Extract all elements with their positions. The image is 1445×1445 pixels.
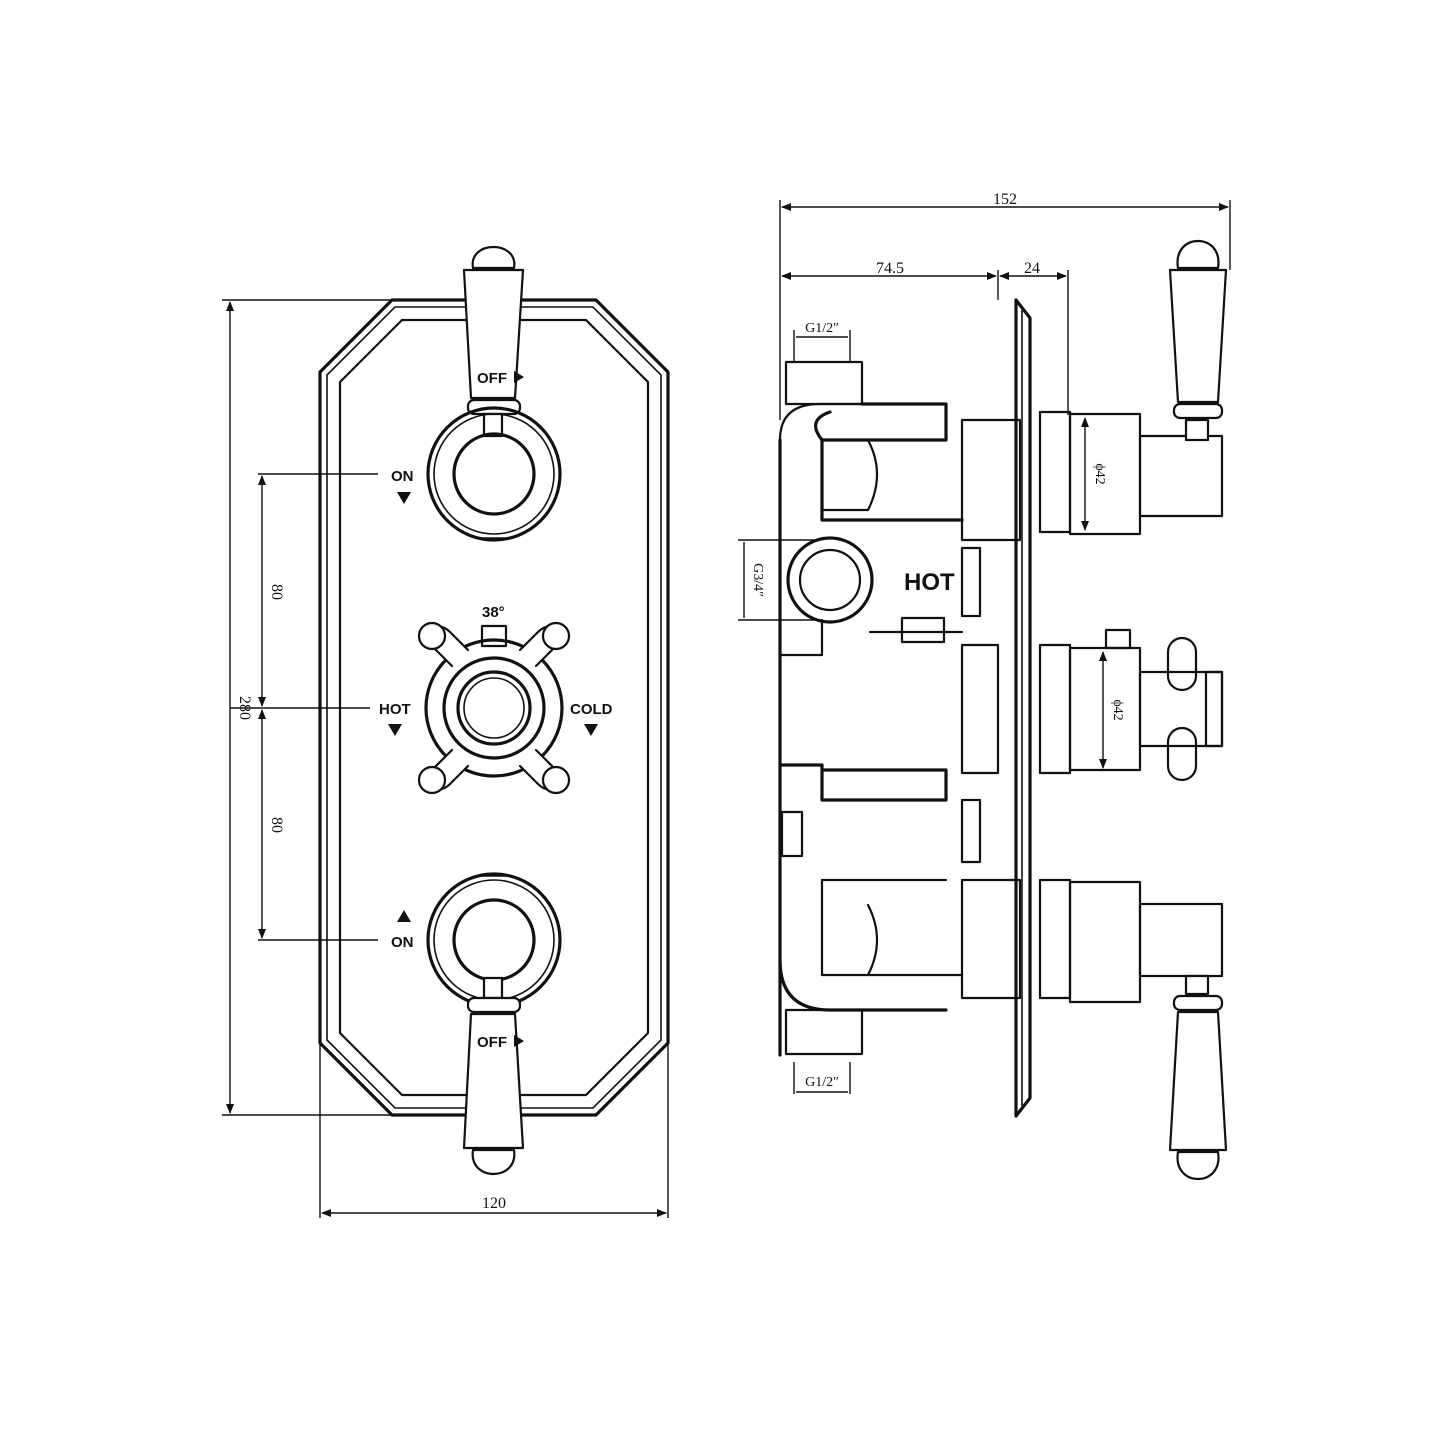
upper-collar: [960, 418, 1022, 542]
hot-label: HOT: [379, 701, 411, 718]
side-fitting-upper: [960, 546, 982, 618]
valve-body-corner-bottom: [778, 958, 948, 1012]
plate-outline-inner: [338, 318, 650, 1097]
top-lever-hub: [1138, 434, 1224, 518]
bottom-lever-handle: [462, 976, 525, 1175]
mid-spindle-body: [1068, 646, 1142, 772]
spindle-top-text: ϕ42: [1092, 463, 1107, 484]
temp-indicator: [480, 624, 508, 648]
lower-side-lug: [780, 810, 804, 858]
off-bottom-label: OFF: [477, 1034, 507, 1051]
valve-body-mid-step: [778, 618, 824, 657]
bottom-lever-hub: [1138, 902, 1224, 978]
off-top-label: OFF: [477, 370, 507, 387]
valve-body-corner-top: [778, 402, 864, 442]
width-dim-text: 120: [482, 1195, 506, 1212]
top-valve-ring: [426, 406, 562, 542]
mid-cross-arm-top: [1166, 636, 1198, 692]
mid-collar-front: [1038, 643, 1072, 775]
spindle-mid-text: ϕ42: [1110, 699, 1125, 720]
hot-arrow: [388, 724, 402, 736]
top-lever-side-knob: [1176, 239, 1220, 270]
mid-spindle-top-lug: [1104, 628, 1132, 650]
side-fitting-lower: [960, 798, 982, 864]
bottom-collar-front: [1038, 878, 1072, 1000]
valve-body-lower-wedge: [778, 763, 948, 802]
top-valve-ring-inner: [433, 413, 555, 535]
top-lever-neck: [1184, 418, 1210, 442]
inlet-bottom-text: G1/2″: [805, 1075, 839, 1090]
front-view: OFF ON 38° HOT C: [222, 246, 670, 1218]
side-hot-label: HOT: [904, 569, 955, 596]
off-bottom-arrow: [514, 1035, 524, 1047]
valve-body-lower: [820, 878, 964, 977]
top-lever-side-handle: [1168, 268, 1228, 404]
on-top-arrow: [397, 492, 411, 504]
cold-arrow: [584, 724, 598, 736]
bottom-lever-side-knob: [1176, 1150, 1220, 1181]
side-view: 152 74.5 24 G1/2″ G3/4″ HOT: [738, 191, 1231, 1181]
lower-cartridge: [866, 903, 878, 977]
inlet-side-text: G3/4″: [750, 563, 765, 597]
top-collar-front: [1038, 410, 1072, 534]
inlet-top-pipe: [784, 360, 864, 406]
bottom-lever-side-handle: [1168, 1010, 1228, 1152]
bottom-valve-spindle: [452, 898, 536, 982]
spacing-lower-text: 80: [268, 817, 285, 833]
off-top-arrow: [514, 371, 524, 383]
side-inlet-outer: [786, 536, 874, 624]
temp-label: 38°: [482, 604, 505, 621]
overall-depth-text: 152: [993, 191, 1017, 208]
cold-label: COLD: [570, 701, 613, 718]
bottom-spindle-body: [1068, 880, 1142, 1004]
upper-cartridge: [820, 438, 878, 512]
side-inlet-inner: [798, 548, 862, 612]
wall-plate-side: [1014, 298, 1032, 1118]
inlet-bottom-pipe: [784, 1008, 864, 1056]
bottom-lever-neck: [1184, 974, 1210, 996]
on-top-label: ON: [391, 468, 414, 485]
side-fitting-small: [900, 616, 946, 644]
inlet-top-text: G1/2″: [805, 321, 839, 336]
on-bottom-label: ON: [391, 934, 414, 951]
cross-handle: [417, 621, 571, 795]
mid-collar: [960, 643, 1000, 775]
height-dim-text: 280: [236, 696, 253, 720]
mid-cross-cap: [1204, 670, 1224, 748]
body-depth-text: 74.5: [876, 260, 904, 277]
top-valve-spindle: [452, 432, 536, 516]
top-lever-ring: [1172, 402, 1224, 420]
on-bottom-arrow: [397, 910, 411, 922]
plate-gap-text: 24: [1024, 260, 1040, 277]
mid-cross-arm-bottom: [1166, 726, 1198, 782]
plate-outline-mid: [326, 306, 662, 1109]
plate-outline-outer: [318, 298, 670, 1117]
bottom-lever-ring: [1172, 994, 1224, 1012]
lower-collar: [960, 878, 1022, 1000]
valve-body-upper: [814, 402, 964, 522]
spacing-upper-text: 80: [268, 584, 285, 600]
